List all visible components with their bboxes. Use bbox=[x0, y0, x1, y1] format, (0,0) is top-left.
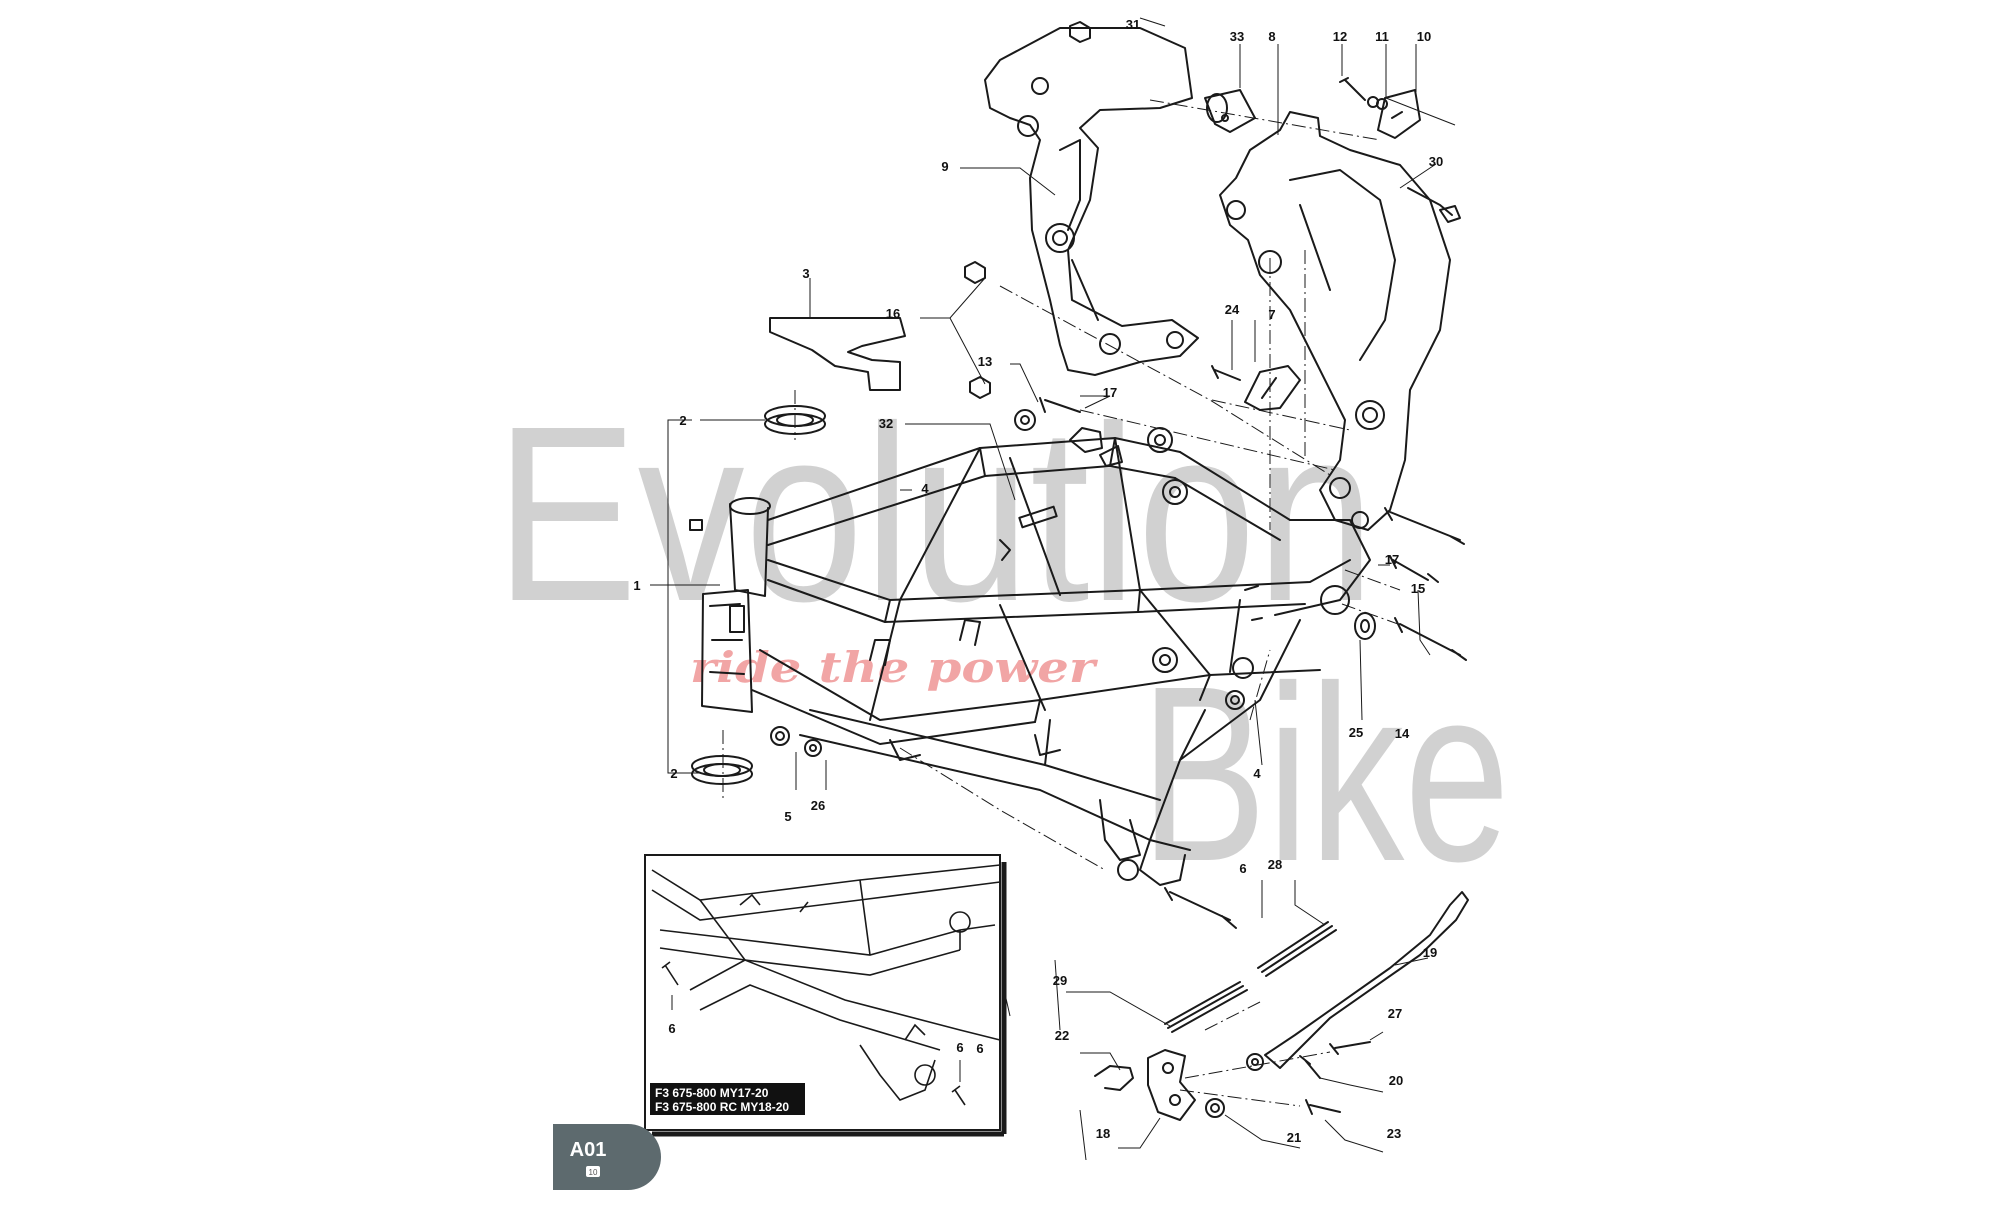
part-label: 12 bbox=[1333, 29, 1347, 44]
watermark: Evolution Bike ride the power bbox=[495, 374, 1510, 913]
part-labels: 1 2 2 3 4 4 5 6 6 6 6 7 8 9 10 11 12 13 … bbox=[633, 17, 1443, 1145]
bearing-bottom bbox=[691, 755, 753, 785]
right-frame-plate bbox=[1219, 111, 1451, 531]
spring-clip bbox=[1094, 1065, 1134, 1091]
watermark-brand-line1: Evolution bbox=[495, 374, 1375, 653]
bracket-10 bbox=[1377, 89, 1421, 139]
part-label: 29 bbox=[1053, 973, 1067, 988]
part-label: 5 bbox=[784, 809, 791, 824]
part-label: 2 bbox=[670, 766, 677, 781]
watermark-tagline: ride the power bbox=[690, 643, 1098, 692]
steering-head bbox=[689, 497, 771, 713]
bolts bbox=[949, 77, 1467, 1131]
part-label: 31 bbox=[1126, 17, 1140, 32]
part-label: 11 bbox=[1375, 29, 1389, 44]
heat-shield-plate bbox=[769, 317, 906, 391]
inset-caption-line1: F3 675-800 MY17-20 bbox=[655, 1086, 769, 1100]
part-label: 24 bbox=[1225, 302, 1240, 317]
part-label: 6 bbox=[956, 1040, 963, 1055]
inset-box: F3 675-800 MY17-20 F3 675-800 RC MY18-20 bbox=[644, 854, 1007, 1137]
watermark-brand-line2: Bike bbox=[1140, 634, 1510, 913]
part-label: 33 bbox=[1230, 29, 1244, 44]
part-label: 16 bbox=[886, 306, 900, 321]
part-label: 20 bbox=[1389, 1073, 1403, 1088]
part-label: 25 bbox=[1349, 725, 1363, 740]
part-label: 26 bbox=[811, 798, 825, 813]
part-label: 10 bbox=[1417, 29, 1431, 44]
part-label: 1 bbox=[633, 578, 640, 593]
inset-caption-line2: F3 675-800 RC MY18-20 bbox=[655, 1100, 789, 1114]
stand-bracket bbox=[1147, 1049, 1196, 1121]
part-label: 22 bbox=[1055, 1028, 1069, 1043]
part-label: 32 bbox=[879, 416, 893, 431]
part-label: 15 bbox=[1411, 581, 1425, 596]
part-label: 18 bbox=[1096, 1126, 1110, 1141]
part-label: 17 bbox=[1103, 385, 1117, 400]
page-badge: A01 10 bbox=[553, 1124, 661, 1190]
side-stand bbox=[1264, 891, 1469, 1069]
part-label: 28 bbox=[1268, 857, 1282, 872]
part-label: 4 bbox=[1253, 766, 1261, 781]
part-label: 3 bbox=[802, 266, 809, 281]
inset-caption-box bbox=[650, 1083, 805, 1115]
part-label: 30 bbox=[1429, 154, 1443, 169]
part-label: 7 bbox=[1268, 307, 1275, 322]
badge-code: A01 bbox=[570, 1139, 607, 1161]
part-label: 9 bbox=[941, 159, 948, 174]
spring-28 bbox=[1257, 921, 1337, 977]
part-label: 6 bbox=[668, 1021, 675, 1036]
left-frame-plate bbox=[984, 27, 1199, 376]
part-label: 8 bbox=[1268, 29, 1275, 44]
badge-page-box bbox=[586, 1166, 600, 1177]
part-label: 2 bbox=[679, 413, 686, 428]
part-label: 13 bbox=[978, 354, 992, 369]
spring-29 bbox=[1164, 981, 1248, 1033]
part-label: 17 bbox=[1385, 552, 1399, 567]
part-label: 6 bbox=[1239, 861, 1246, 876]
badge-page-number: 10 bbox=[589, 1168, 598, 1177]
part-label: 23 bbox=[1387, 1126, 1401, 1141]
part-label: 6 bbox=[976, 1041, 983, 1056]
part-label: 27 bbox=[1388, 1006, 1402, 1021]
part-label: 21 bbox=[1287, 1130, 1301, 1145]
part-label: 4 bbox=[921, 481, 929, 496]
part-label: 19 bbox=[1423, 945, 1437, 960]
trellis-frame bbox=[751, 427, 1371, 886]
clamp-33 bbox=[1204, 89, 1256, 133]
part-label: 14 bbox=[1395, 726, 1410, 741]
